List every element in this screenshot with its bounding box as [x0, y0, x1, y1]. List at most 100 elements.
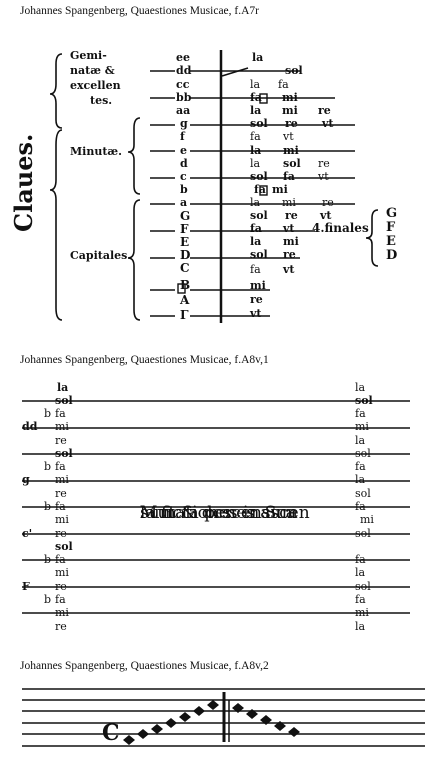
fig2-key-c: c'	[22, 527, 33, 540]
fig1-group-geminatae-1: Gemi-	[70, 49, 107, 62]
fig1-letter-ee: ee	[176, 51, 190, 64]
fig1-syl: fa	[254, 183, 266, 196]
fig1-letter-c: c	[180, 170, 187, 183]
fig1-syl: vt	[283, 263, 295, 276]
fig1-syl: mi	[282, 91, 298, 104]
fig1-syl: vt	[320, 209, 332, 222]
fig1-letter-C: C	[180, 261, 190, 275]
fig2-right-syl: fa	[355, 407, 366, 420]
fig2-left-syl: sol	[55, 394, 73, 407]
fig1-letter-b: b	[180, 183, 188, 196]
fig1-group-geminatae-3: excellen	[70, 79, 121, 92]
fig1-final-F: F	[386, 220, 396, 235]
fig1-syl: fa	[250, 222, 262, 235]
fig1-syl: fa	[250, 91, 262, 104]
fig2-right-syl: la	[355, 620, 366, 633]
fig1-syl: re	[285, 209, 298, 222]
fig1-syl: la	[250, 235, 262, 248]
fig1-syl: vt	[318, 170, 329, 183]
fig2-left-syl: re	[55, 487, 67, 500]
caption-figure-2: Johannes Spangenberg, Quaestiones Musica…	[20, 354, 269, 366]
fig1-letter-a: a	[180, 196, 188, 209]
fig2-left-syl: mi	[55, 606, 69, 619]
fig1-letter-bb: bb	[176, 91, 192, 104]
fig1-syl: fa	[250, 263, 261, 276]
fig1-syl: mi	[250, 279, 266, 292]
fig1-letter-f: f	[180, 130, 185, 143]
fig1-letter-B: B	[180, 278, 191, 292]
fig1-letter-D: D	[180, 248, 191, 262]
caption-figure-3: Johannes Spangenberg, Quaestiones Musica…	[20, 660, 269, 672]
fig1-syl: vt	[283, 130, 294, 143]
fig2-right-syl: mi	[360, 513, 374, 526]
fig2-text-line-1: Mutationes in Sca	[140, 503, 297, 523]
fig1-letter-dd: dd	[176, 64, 192, 77]
fig1-syl: re	[318, 104, 331, 117]
fig1-letter-F: F	[180, 222, 189, 236]
fig1-syl: mi	[282, 104, 298, 117]
fig1-syl: la	[250, 78, 261, 91]
fig2-left-syl: re	[55, 434, 67, 447]
fig2-right-syl: fa	[355, 500, 366, 513]
fig2-left-syl: fa	[55, 407, 66, 420]
fig1-syl: fa	[278, 78, 289, 91]
fig1-syl: sol	[250, 248, 268, 261]
fig2-right-syl: sol	[355, 580, 371, 593]
fig2-key-F: F	[22, 580, 30, 593]
fig2-left-syl: mi	[55, 513, 69, 526]
fig1-letter-G: G	[180, 209, 191, 223]
fig1-group-geminatae-2: natæ &	[70, 64, 115, 77]
fig1-syl: la	[250, 144, 262, 157]
fig1-syl: la	[250, 196, 261, 209]
fig1-final-G: G	[386, 206, 398, 221]
fig1-syl: la	[250, 157, 261, 170]
fig3-clef-c: C	[102, 720, 120, 746]
caption-figure-1: Johannes Spangenberg, Quaestiones Musica…	[20, 5, 259, 17]
fig1-syl: vt	[322, 117, 334, 130]
fig2-left-syl: re	[55, 527, 67, 540]
fig2-right-syl: sol	[355, 487, 371, 500]
fig2-left-syl: fa	[55, 593, 66, 606]
fig1-syl: vt	[283, 222, 295, 235]
fig2-left-syl: mi	[55, 473, 69, 486]
fig2-left-syl: fa	[55, 500, 66, 513]
fig1-syl: re	[318, 157, 330, 170]
fig1-letter-aa: aa	[176, 104, 191, 117]
fig1-syl: re	[283, 248, 296, 261]
fig2-right-syl: la	[355, 381, 366, 394]
fig1-syl: sol	[250, 209, 268, 222]
fig1-syl: fa	[250, 130, 261, 143]
fig1-letter-gamma: Γ	[180, 308, 189, 322]
fig2-left-syl: la	[57, 381, 69, 394]
fig1-syl: mi	[282, 196, 296, 209]
fig2-right-syl: fa	[355, 553, 366, 566]
fig1-syl: sol	[285, 64, 303, 77]
fig1-syl: mi	[283, 144, 299, 157]
fig1-final-D: D	[386, 248, 398, 263]
fig2-right-syl: la	[355, 566, 366, 579]
fig2-text-line-2: la ficta penes ascen	[140, 503, 310, 523]
fig2-right-syl: fa	[355, 460, 366, 473]
fig2-right-syl: mi	[355, 420, 369, 433]
fig2-key-g: g	[22, 473, 30, 486]
fig2-right-syl: mi	[355, 606, 369, 619]
fig1-syl: re	[250, 293, 263, 306]
fig2-left-syl: sol	[55, 447, 73, 460]
fig1-group-minutae: Minutæ.	[70, 145, 122, 158]
fig2-left-syl: re	[55, 580, 67, 593]
fig2-left-syl: mi	[55, 420, 69, 433]
fig1-letter-e: e	[180, 144, 187, 157]
fig2-key-dd: dd	[22, 420, 38, 433]
fig1-syl: re	[285, 117, 298, 130]
fig2-right-syl: la	[355, 434, 366, 447]
fig1-finales-label: 4.finales	[312, 221, 369, 235]
fig2-right-syl: fa	[355, 593, 366, 606]
fig1-syl: sol	[250, 170, 268, 183]
fig1-syl: sol	[250, 117, 268, 130]
fig1-syl: mi	[272, 183, 288, 196]
fig1-syl: mi	[283, 235, 299, 248]
fig1-letter-A: A	[180, 293, 190, 307]
